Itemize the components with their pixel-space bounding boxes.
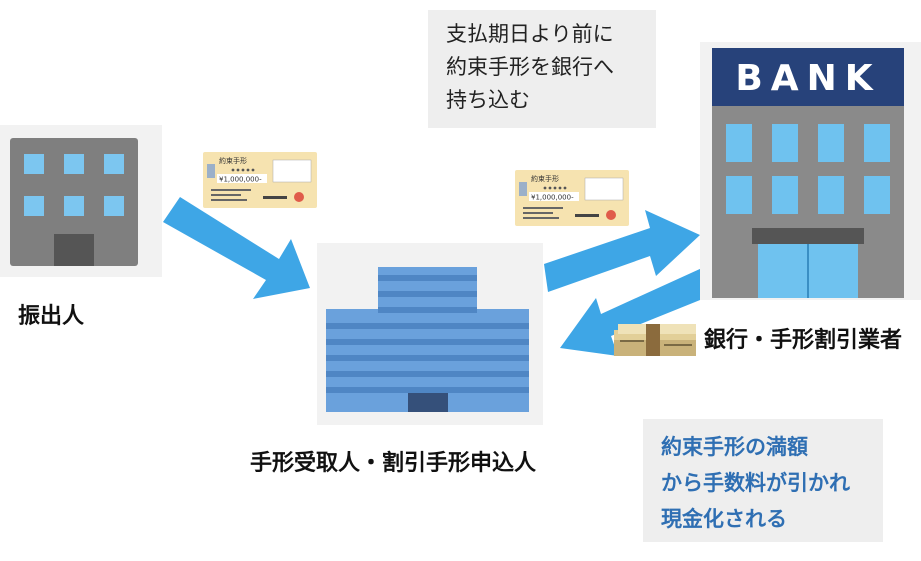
- drawer-label: 振出人: [18, 304, 85, 329]
- note-bottom-line-3: 現金化される: [661, 507, 787, 531]
- note-card-amount: ¥1,000,000-: [531, 194, 574, 202]
- note-bottom-line-1: 約束手形の満額: [661, 435, 808, 459]
- note-bottom: 約束手形の満額 から手数料が引かれ 現金化される: [643, 419, 883, 542]
- bank-building-icon: BANK: [712, 48, 904, 298]
- payee-label: 手形受取人・割引手形申込人: [250, 451, 537, 476]
- bank-label: 銀行・手形割引業者: [704, 328, 903, 353]
- arrow-payee-to-bank: [544, 210, 700, 292]
- bank-sign-text: BANK: [735, 58, 880, 99]
- payee-building-icon: [326, 267, 529, 412]
- note-card-amount: ¥1,000,000-: [219, 176, 262, 184]
- note-bottom-line-2: から手数料が引かれ: [661, 471, 850, 495]
- note-top-line-2: 約束手形を銀行へ: [446, 55, 614, 79]
- note-card-title: 約束手形: [531, 174, 559, 183]
- promissory-note-card: 約束手形 ¥1,000,000-: [515, 170, 629, 226]
- note-top-line-1: 支払期日より前に: [446, 22, 614, 46]
- drawer-building-icon: [10, 138, 138, 266]
- arrow-bank-to-payee: [560, 268, 710, 356]
- cash-bundle-icon: [614, 324, 696, 356]
- promissory-note-card: 約束手形 ¥1,000,000-: [203, 152, 317, 208]
- note-top: 支払期日より前に 約束手形を銀行へ 持ち込む: [428, 10, 656, 128]
- note-top-line-3: 持ち込む: [446, 88, 530, 112]
- arrow-drawer-to-payee: [163, 197, 310, 299]
- note-card-title: 約束手形: [219, 156, 247, 165]
